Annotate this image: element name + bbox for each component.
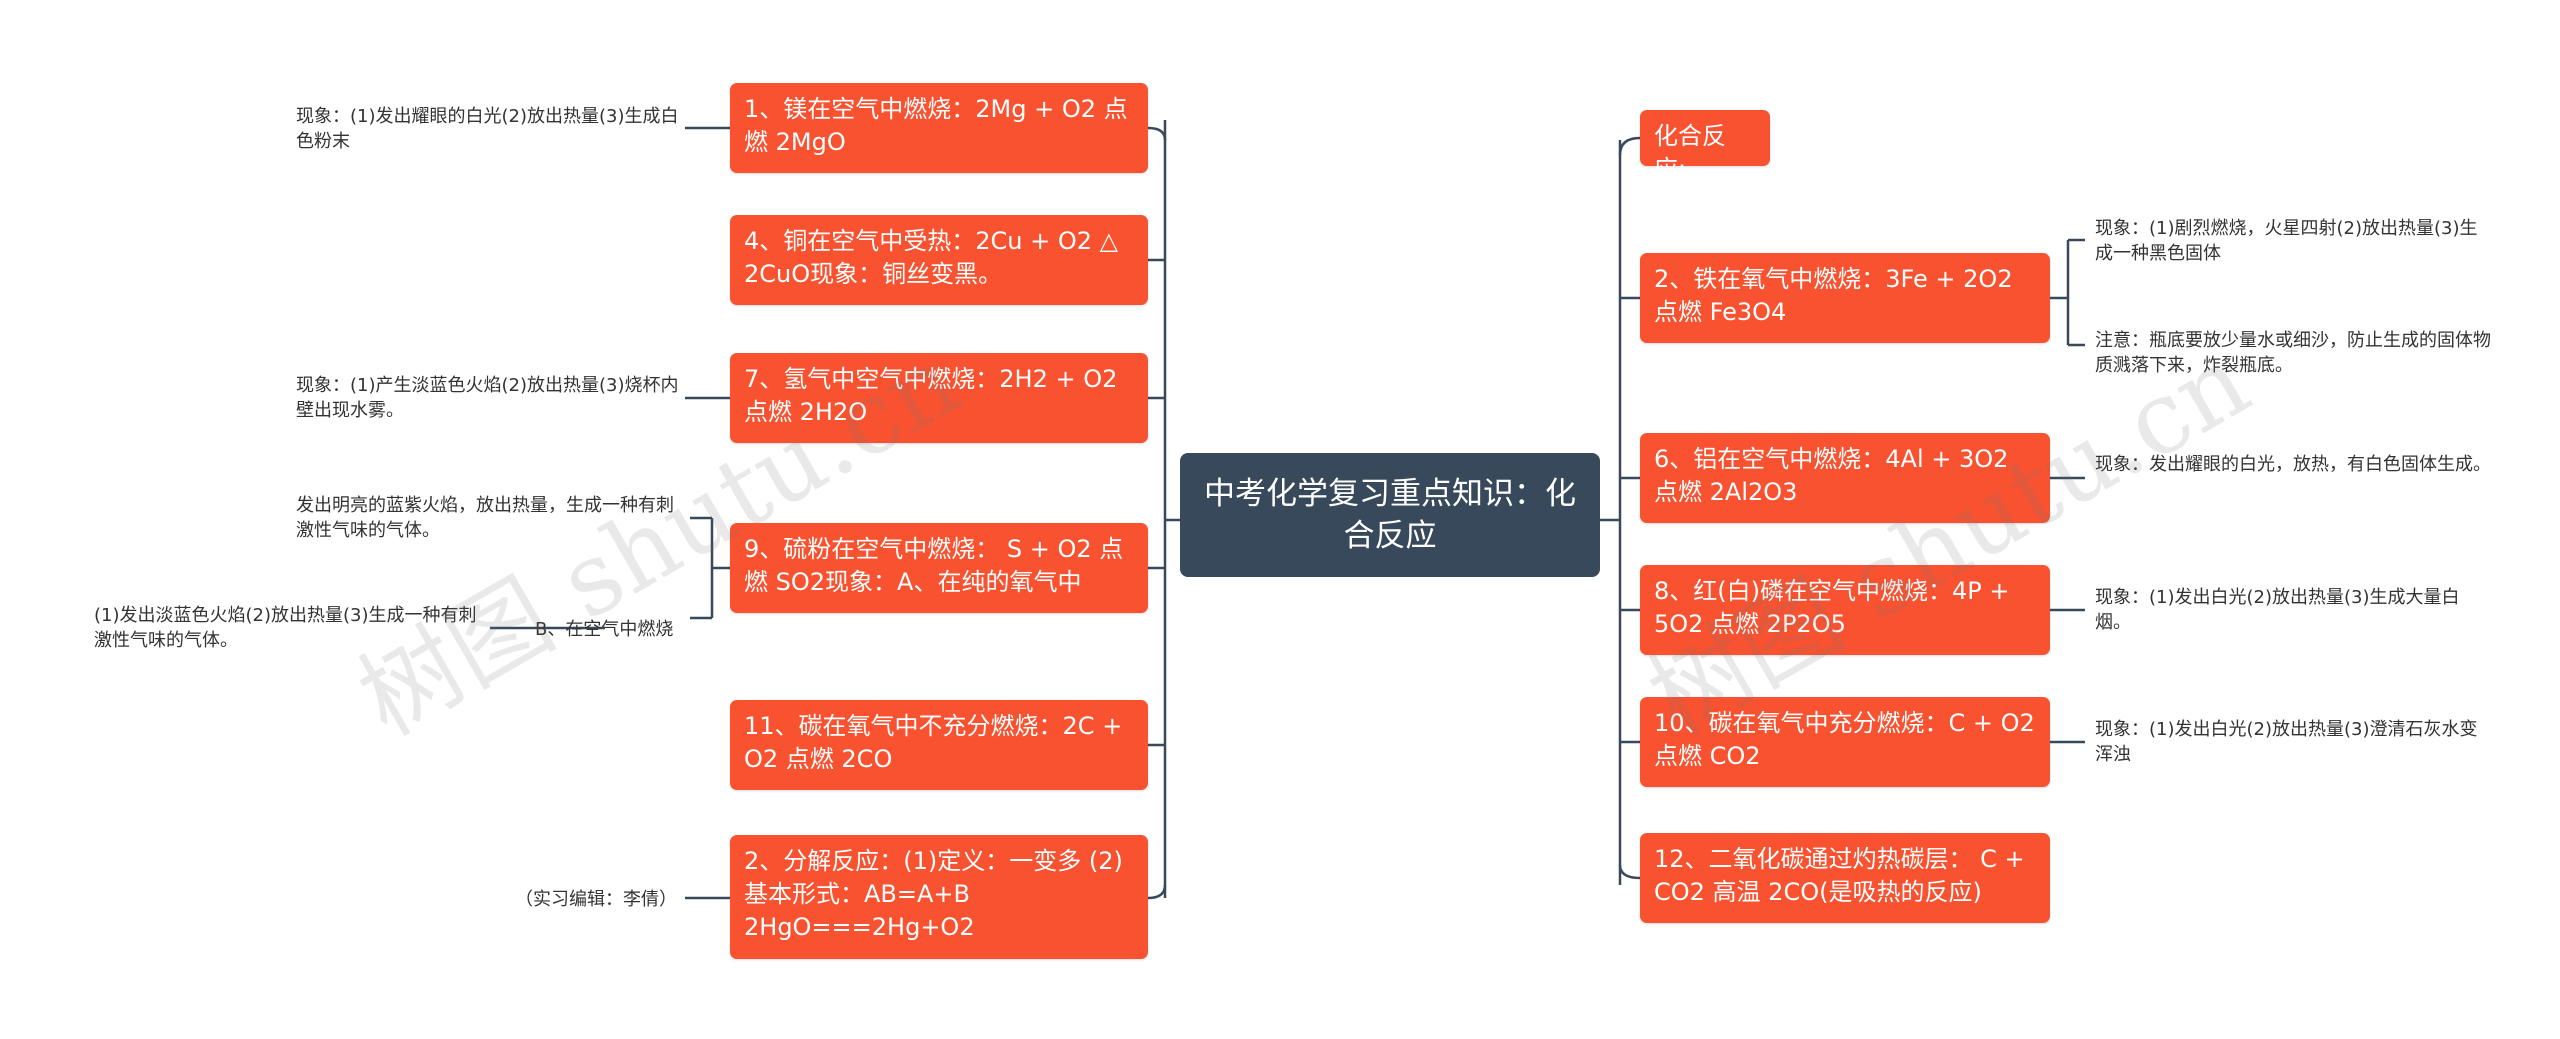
- edge-left-n1: [1147, 126, 1167, 141]
- topic-cu-text: 4、铜在空气中受热：2Cu + O2 △ 2CuO现象：铜丝变黑。: [744, 227, 1119, 288]
- edge-left-n2d: [1147, 884, 1167, 900]
- topic-fe-text: 2、铁在氧气中燃烧：3Fe + 2O2 点燃 Fe3O4: [1654, 265, 2013, 326]
- note-mg-text: 现象：(1)发出耀眼的白光(2)放出热量(3)生成白色粉末: [296, 106, 679, 152]
- note-fe-caution-text: 注意：瓶底要放少量水或细沙，防止生成的固体物质溅落下来，炸裂瓶底。: [2095, 330, 2491, 376]
- topic-c-complete[interactable]: 10、碳在氧气中充分燃烧：C + O2 点燃 CO2: [1640, 697, 2050, 787]
- topic-co2-text: 12、二氧化碳通过灼热碳层： C + CO2 高温 2CO(是吸热的反应): [1654, 845, 2025, 906]
- note-editor[interactable]: （实习编辑：李倩）: [515, 887, 685, 912]
- edge-fe-brace: [2050, 238, 2085, 347]
- topic-h2-combustion[interactable]: 7、氢气中空气中燃烧：2H2 + O2 点燃 2H2O: [730, 353, 1148, 443]
- note-p[interactable]: 现象：(1)发出白光(2)放出热量(3)生成大量白烟。: [2095, 585, 2495, 635]
- note-h2-text: 现象：(1)产生淡蓝色火焰(2)放出热量(3)烧杯内壁出现水雾。: [296, 375, 679, 421]
- note-s-air-text: (1)发出淡蓝色火焰(2)放出热量(3)生成一种有刺激性气味的气体。: [94, 605, 477, 651]
- note-s-pure[interactable]: 发出明亮的蓝紫火焰，放出热量，生成一种有刺激性气味的气体。: [296, 493, 691, 543]
- topic-co2-carbon[interactable]: 12、二氧化碳通过灼热碳层： C + CO2 高温 2CO(是吸热的反应): [1640, 833, 2050, 923]
- topic-decomposition-text: 2、分解反应：(1)定义：一变多 (2)基本形式：AB=A+B 2HgO===2…: [744, 847, 1123, 941]
- topic-p-text: 8、红(白)磷在空气中燃烧：4P + 5O2 点燃 2P2O5: [1654, 577, 2010, 638]
- topic-cu-heating[interactable]: 4、铜在空气中受热：2Cu + O2 △ 2CuO现象：铜丝变黑。: [730, 215, 1148, 305]
- topic-s-text: 9、硫粉在空气中燃烧： S + O2 点燃 SO2现象：A、在纯的氧气中: [744, 535, 1124, 596]
- topic-combination-text: 化合反应;: [1654, 122, 1726, 183]
- note-fe-phenomenon-text: 现象：(1)剧烈燃烧，火星四射(2)放出热量(3)生成一种黑色固体: [2095, 218, 2478, 264]
- edge-right-r0: [1618, 136, 1641, 156]
- edge-s-brace: [690, 516, 730, 620]
- topic-c-incomplete-text: 11、碳在氧气中不充分燃烧：2C + O2 点燃 2CO: [744, 712, 1123, 773]
- topic-s-combustion[interactable]: 9、硫粉在空气中燃烧： S + O2 点燃 SO2现象：A、在纯的氧气中: [730, 523, 1148, 613]
- topic-combination[interactable]: 化合反应;: [1640, 110, 1770, 183]
- note-p-text: 现象：(1)发出白光(2)放出热量(3)生成大量白烟。: [2095, 587, 2460, 633]
- edge-right-r12: [1618, 864, 1641, 880]
- note-fe-phenomenon[interactable]: 现象：(1)剧烈燃烧，火星四射(2)放出热量(3)生成一种黑色固体: [2095, 216, 2495, 266]
- topic-al-combustion[interactable]: 6、铝在空气中燃烧：4Al + 3O2 点燃 2Al2O3: [1640, 433, 2050, 523]
- note-s-air-label[interactable]: B、在空气中燃烧: [535, 617, 695, 642]
- topic-c-incomplete[interactable]: 11、碳在氧气中不充分燃烧：2C + O2 点燃 2CO: [730, 700, 1148, 790]
- note-al[interactable]: 现象：发出耀眼的白光，放热，有白色固体生成。: [2095, 452, 2495, 477]
- topic-fe-combustion[interactable]: 2、铁在氧气中燃烧：3Fe + 2O2 点燃 Fe3O4: [1640, 253, 2050, 343]
- topic-mg-text: 1、镁在空气中燃烧：2Mg + O2 点燃 2MgO: [744, 95, 1128, 156]
- note-c[interactable]: 现象：(1)发出白光(2)放出热量(3)澄清石灰水变浑浊: [2095, 717, 2495, 767]
- note-editor-text: （实习编辑：李倩）: [515, 889, 677, 910]
- note-fe-caution[interactable]: 注意：瓶底要放少量水或细沙，防止生成的固体物质溅落下来，炸裂瓶底。: [2095, 328, 2495, 378]
- root-topic[interactable]: 中考化学复习重点知识：化合反应: [1180, 453, 1600, 577]
- note-c-text: 现象：(1)发出白光(2)放出热量(3)澄清石灰水变浑浊: [2095, 719, 2478, 765]
- topic-mg-combustion[interactable]: 1、镁在空气中燃烧：2Mg + O2 点燃 2MgO: [730, 83, 1148, 173]
- topic-al-text: 6、铝在空气中燃烧：4Al + 3O2 点燃 2Al2O3: [1654, 445, 2009, 506]
- topic-h2-text: 7、氢气中空气中燃烧：2H2 + O2 点燃 2H2O: [744, 365, 1118, 426]
- note-al-text: 现象：发出耀眼的白光，放热，有白色固体生成。: [2095, 454, 2491, 475]
- note-s-pure-text: 发出明亮的蓝紫火焰，放出热量，生成一种有刺激性气味的气体。: [296, 495, 674, 541]
- topic-decomposition[interactable]: 2、分解反应：(1)定义：一变多 (2)基本形式：AB=A+B 2HgO===2…: [730, 835, 1148, 959]
- root-topic-text: 中考化学复习重点知识：化合反应: [1204, 476, 1576, 554]
- note-s-air[interactable]: (1)发出淡蓝色火焰(2)放出热量(3)生成一种有刺激性气味的气体。: [94, 603, 489, 653]
- note-s-air-label-text: B、在空气中燃烧: [535, 619, 674, 640]
- topic-p-combustion[interactable]: 8、红(白)磷在空气中燃烧：4P + 5O2 点燃 2P2O5: [1640, 565, 2050, 655]
- note-h2[interactable]: 现象：(1)产生淡蓝色火焰(2)放出热量(3)烧杯内壁出现水雾。: [296, 373, 686, 423]
- note-mg[interactable]: 现象：(1)发出耀眼的白光(2)放出热量(3)生成白色粉末: [296, 104, 686, 154]
- topic-c-complete-text: 10、碳在氧气中充分燃烧：C + O2 点燃 CO2: [1654, 709, 2035, 770]
